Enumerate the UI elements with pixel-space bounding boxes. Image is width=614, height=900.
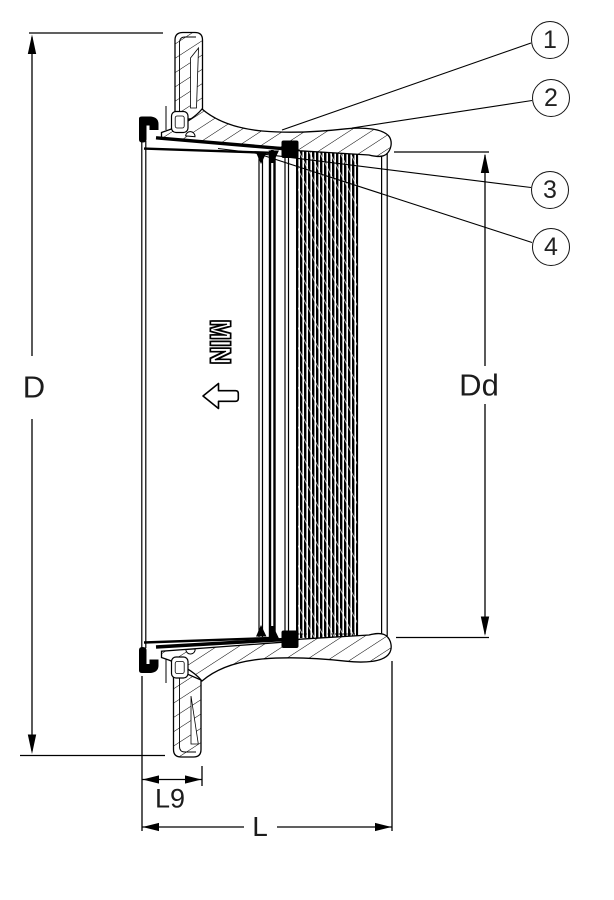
dimension-l9-lines — [141, 676, 203, 831]
callout-number: 1 — [543, 25, 557, 54]
min-marking-label: MIN — [203, 319, 236, 365]
min-flow-arrow-icon — [202, 382, 240, 410]
callout-balloon-2: 2 — [532, 79, 570, 117]
callout-balloon-1: 1 — [531, 21, 569, 59]
dimension-d-lines — [20, 32, 165, 757]
dimension-label-l: L — [250, 811, 270, 842]
callout-number: 3 — [543, 175, 557, 204]
callout-number: 4 — [544, 232, 558, 261]
element-body — [141, 141, 388, 648]
top-end-cap — [139, 31, 392, 164]
dimension-label-d: D — [20, 369, 48, 405]
pleated-filter-media — [296, 151, 359, 638]
callout-leader-lines — [217, 42, 533, 244]
dimension-label-l9: L9 — [154, 783, 186, 814]
callout-balloon-4: 4 — [532, 228, 570, 266]
callout-balloon-3: 3 — [531, 171, 569, 209]
dimension-label-dd: Dd — [457, 367, 501, 403]
bottom-end-cap — [139, 625, 392, 758]
dimension-l-lines — [142, 661, 393, 832]
callout-number: 2 — [544, 83, 558, 112]
dimension-dd-lines — [394, 151, 490, 639]
